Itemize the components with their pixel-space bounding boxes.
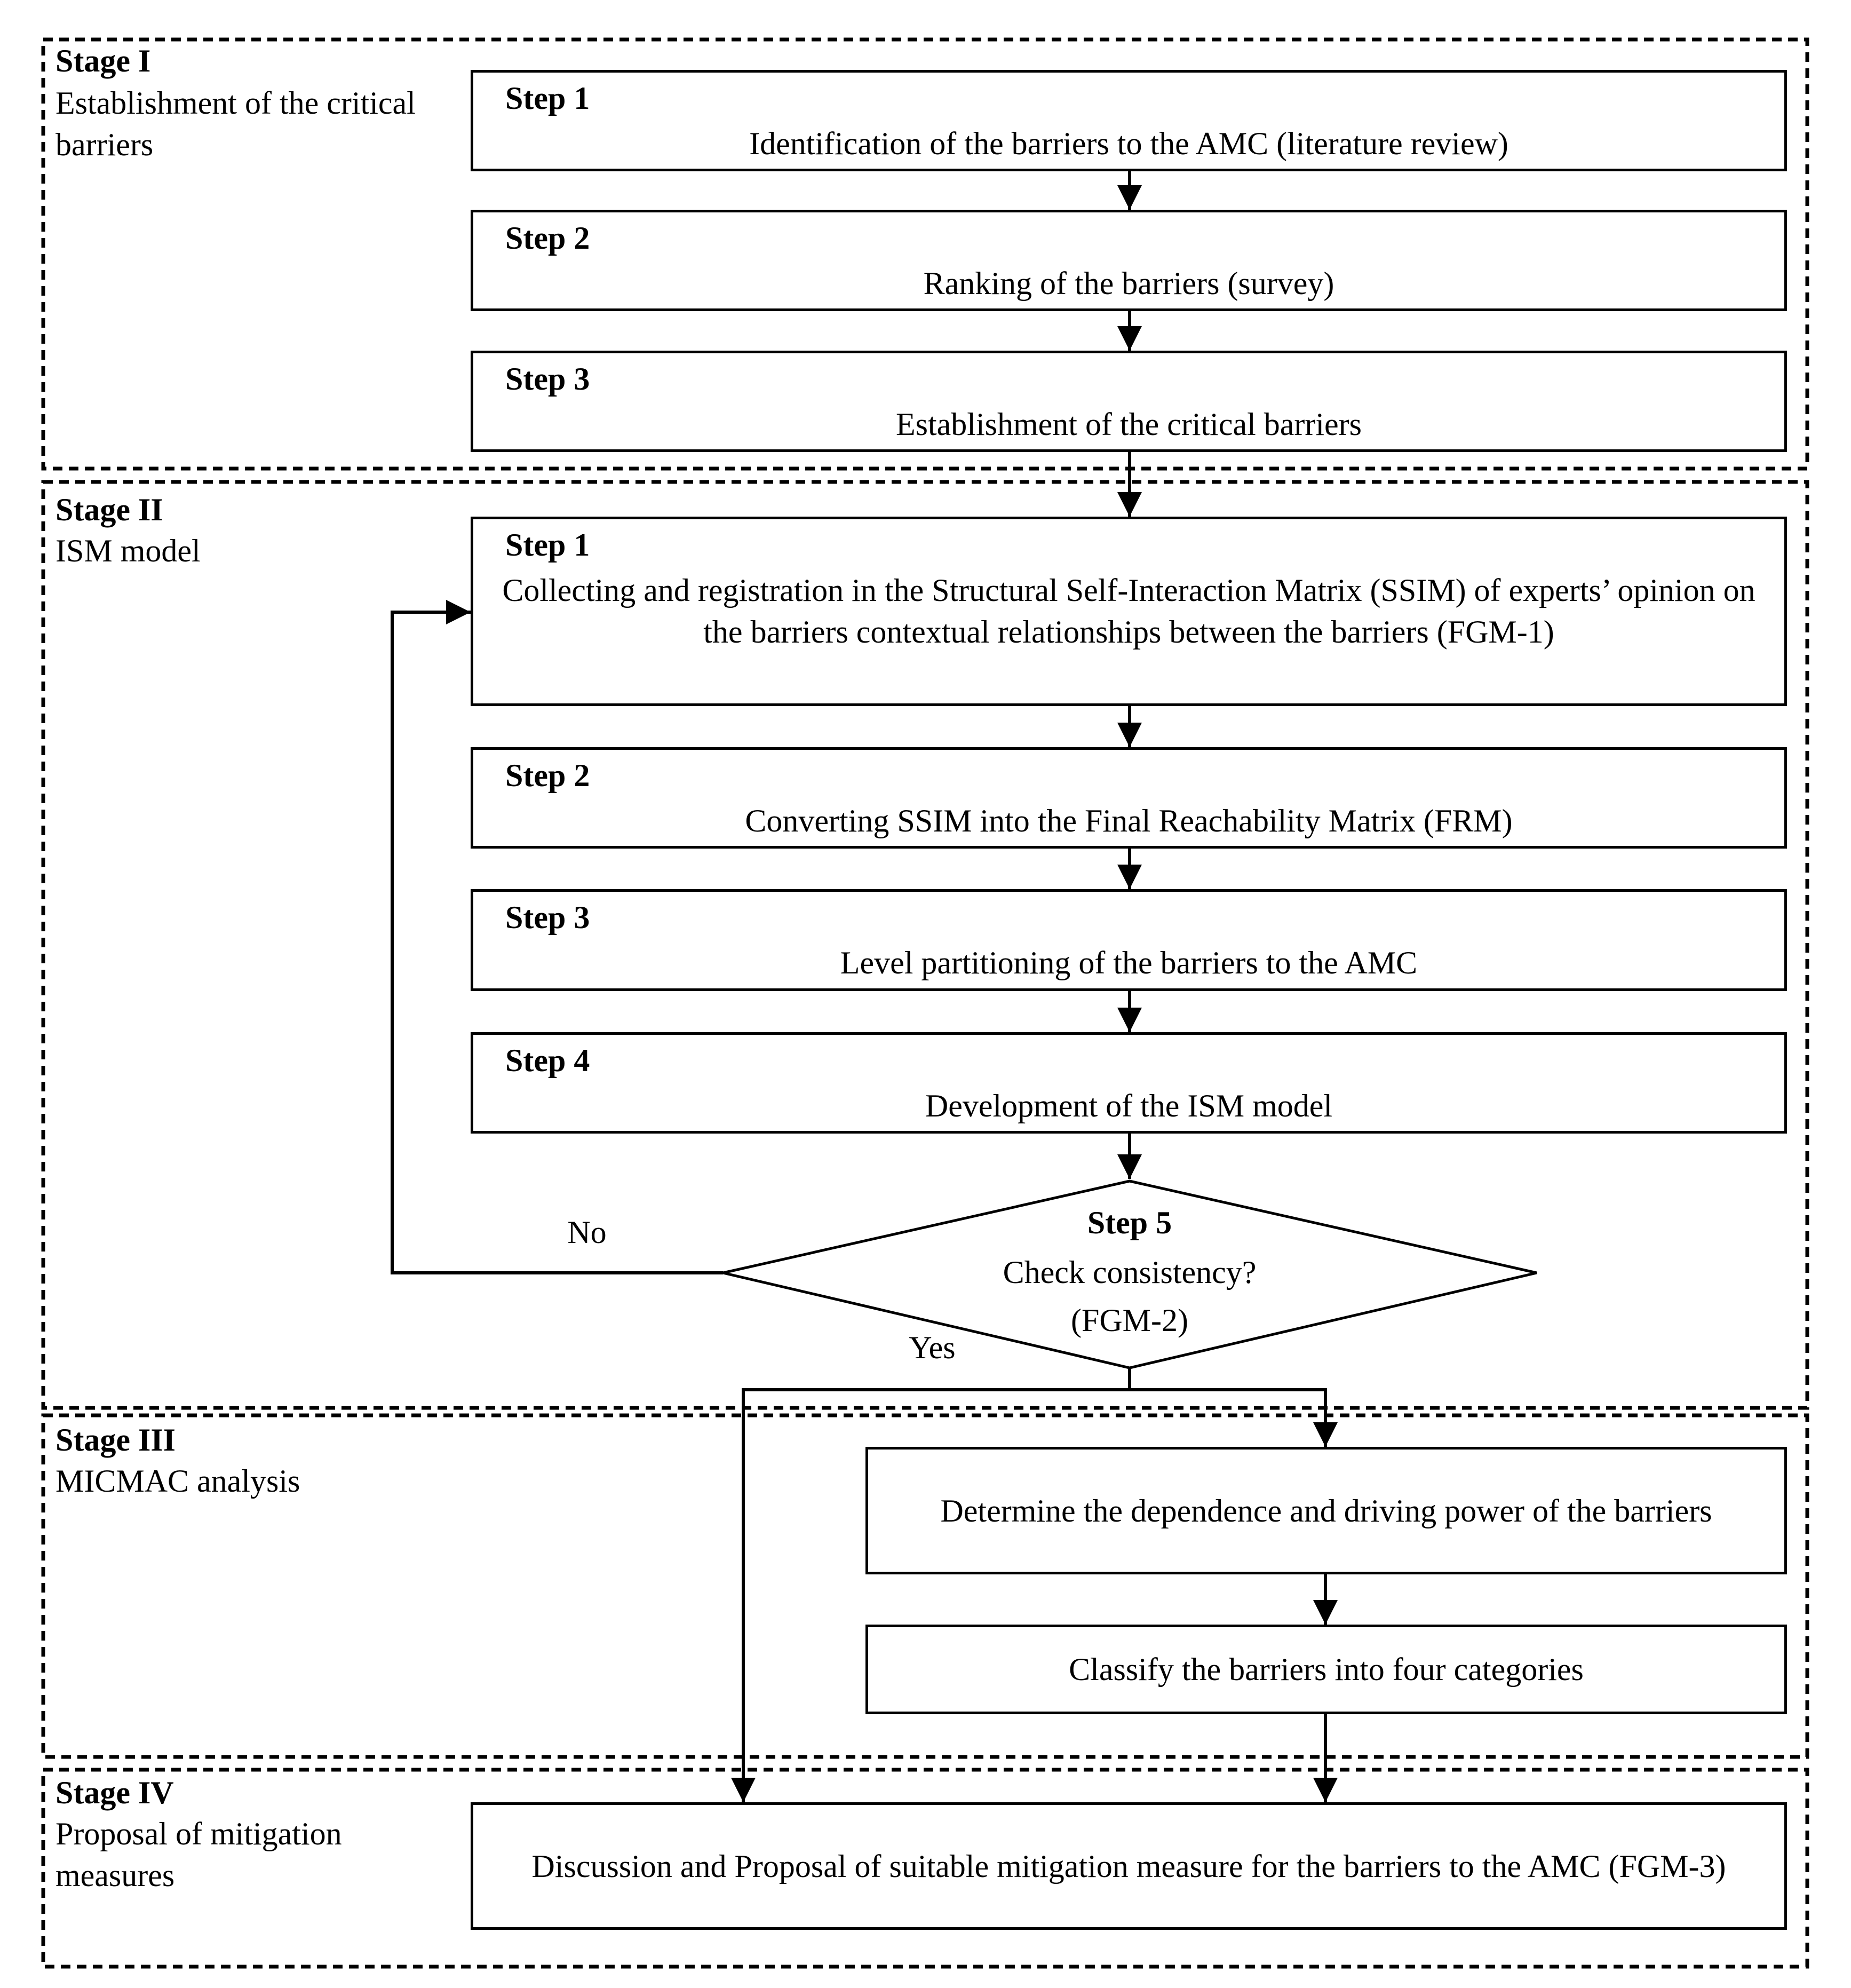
step-text: Level partitioning of the barriers to th… bbox=[840, 945, 1418, 980]
arrow-yes-to-stage4 bbox=[731, 1388, 1130, 1802]
arrow-yes-to-stage3 bbox=[1130, 1388, 1338, 1447]
stage-1-step-2-box: Step 2 Ranking of the barriers (survey) bbox=[471, 210, 1787, 311]
stage-1-frame bbox=[41, 37, 1809, 471]
step-text: Collecting and registration in the Struc… bbox=[502, 573, 1755, 650]
stage-2-frame bbox=[41, 480, 1809, 1410]
stage-1-title: Stage I bbox=[55, 43, 151, 78]
stage-4-description: Proposal of mitigation measures bbox=[55, 1816, 342, 1893]
stage-1-description: Establishment of the critical barriers bbox=[55, 85, 416, 162]
stage-4-discussion-box: Discussion and Proposal of suitable miti… bbox=[471, 1802, 1787, 1930]
step-text: Development of the ISM model bbox=[925, 1088, 1333, 1123]
box-text: Discussion and Proposal of suitable miti… bbox=[531, 1848, 1726, 1884]
box-text: Classify the barriers into four categori… bbox=[1069, 1652, 1584, 1687]
stage-4-frame bbox=[41, 1768, 1809, 1969]
arrow-no-loop bbox=[391, 600, 723, 1274]
decision-note: (FGM-2) bbox=[1071, 1303, 1188, 1338]
step-text: Ranking of the barriers (survey) bbox=[923, 266, 1334, 301]
decision-question: Check consistency? bbox=[1003, 1255, 1257, 1290]
stage-3-dependence-box: Determine the dependence and driving pow… bbox=[865, 1447, 1787, 1574]
stage-3-title: Stage III bbox=[55, 1422, 176, 1458]
stage-2-title: Stage II bbox=[55, 492, 163, 527]
stage-4-title: Stage IV bbox=[55, 1775, 174, 1810]
stage-2-description: ISM model bbox=[55, 533, 201, 568]
stage-2-step-3-box: Step 3 Level partitioning of the barrier… bbox=[471, 889, 1787, 991]
stage-3-classify-box: Classify the barriers into four categori… bbox=[865, 1625, 1787, 1714]
box-text: Determine the dependence and driving pow… bbox=[940, 1493, 1712, 1528]
stage-1-step-1-box: Step 1 Identification of the barriers to… bbox=[471, 70, 1787, 171]
stage-2-step-4-box: Step 4 Development of the ISM model bbox=[471, 1032, 1787, 1134]
stage-2-step-1-box: Step 1 Collecting and registration in th… bbox=[471, 517, 1787, 706]
stage-3-description: MICMAC analysis bbox=[55, 1463, 300, 1499]
step-label: Step 2 bbox=[505, 220, 590, 256]
stage-1-step-3-box: Step 3 Establishment of the critical bar… bbox=[471, 351, 1787, 452]
step-label: Step 2 bbox=[505, 758, 590, 793]
no-branch-label: No bbox=[567, 1215, 607, 1250]
yes-branch-label: Yes bbox=[909, 1330, 956, 1365]
step-text: Establishment of the critical barriers bbox=[895, 407, 1362, 442]
stage-2-step-2-box: Step 2 Converting SSIM into the Final Re… bbox=[471, 747, 1787, 849]
step-text: Identification of the barriers to the AM… bbox=[749, 126, 1508, 161]
decision-diamond bbox=[722, 1179, 1537, 1369]
step-label: Step 1 bbox=[505, 527, 590, 563]
step-label: Step 4 bbox=[505, 1043, 590, 1078]
step-label: Step 1 bbox=[505, 81, 590, 116]
stage-3-frame bbox=[41, 1413, 1809, 1759]
step-label: Step 3 bbox=[505, 361, 590, 397]
step-text: Converting SSIM into the Final Reachabil… bbox=[745, 803, 1513, 838]
step-label: Step 3 bbox=[505, 900, 590, 935]
decision-step-label: Step 5 bbox=[1087, 1205, 1172, 1240]
